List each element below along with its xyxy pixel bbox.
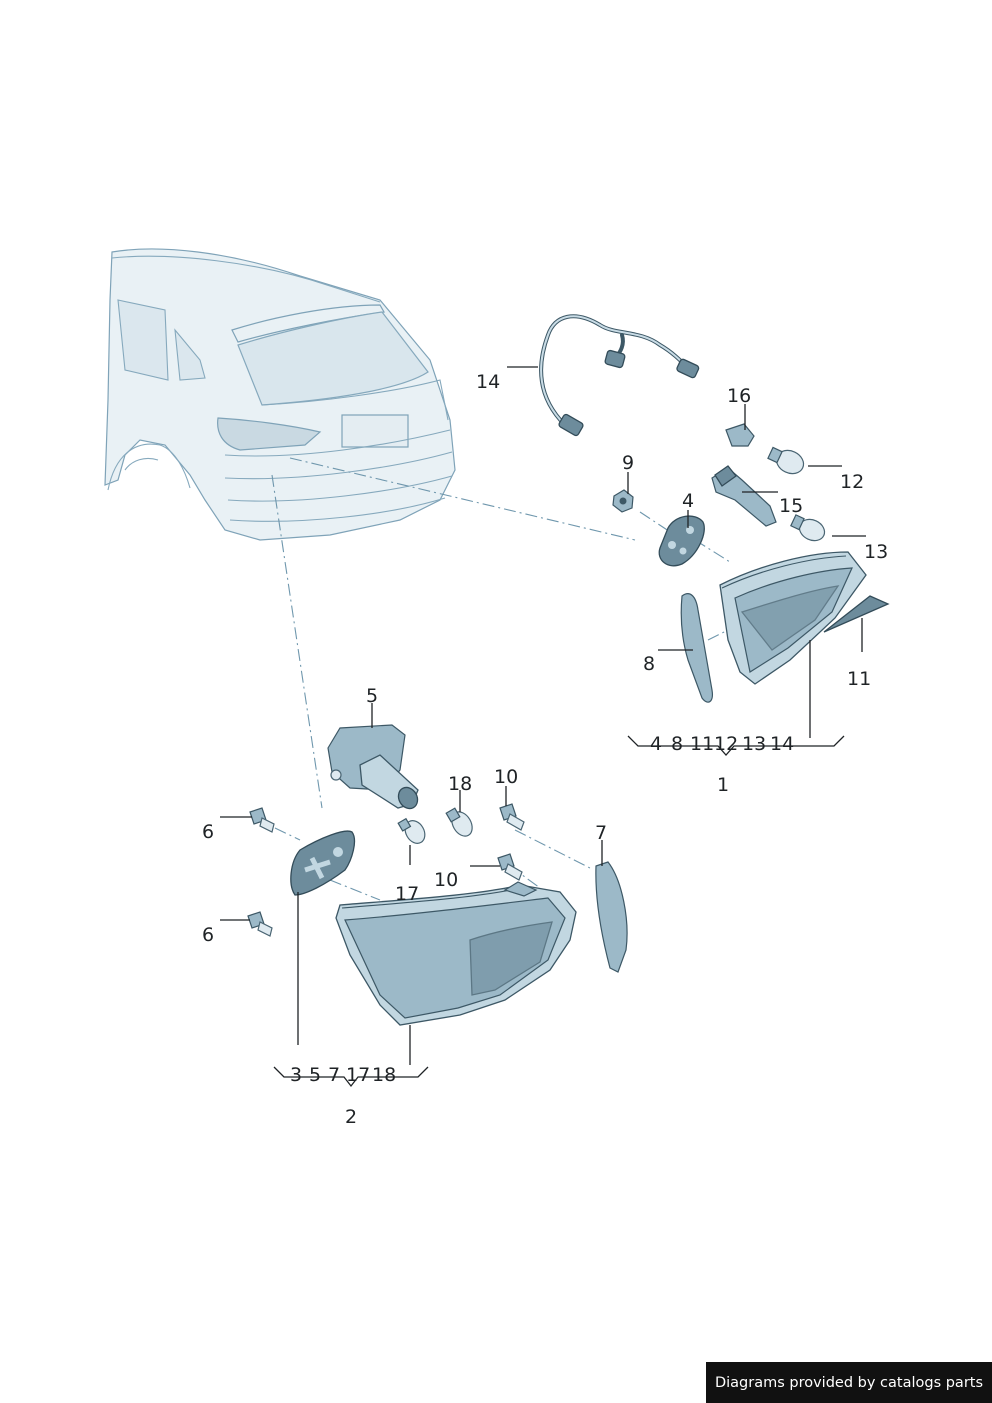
cover-7 xyxy=(595,861,628,973)
tail-light-outer-1 xyxy=(719,551,867,685)
callout-7: 7 xyxy=(595,822,607,844)
group2-item: 18 xyxy=(372,1064,396,1086)
group1-item: 11 xyxy=(690,733,714,755)
group-brace-1 xyxy=(627,735,845,756)
group-1-part-list: 4 8 11 12 13 14 xyxy=(650,733,794,755)
callout-4-group1: 4 xyxy=(682,490,694,512)
callout-16: 16 xyxy=(727,385,751,407)
nut-9 xyxy=(612,489,634,513)
group2-item: 5 xyxy=(309,1064,321,1086)
callout-1: 1 xyxy=(717,774,729,796)
bulb-carrier-5 xyxy=(327,724,419,810)
group1-item: 8 xyxy=(671,733,683,755)
group-2-part-list: 3 5 7 17 18 xyxy=(290,1064,396,1086)
callout-9: 9 xyxy=(622,452,634,474)
callout-10-bottom: 10 xyxy=(434,869,458,891)
callout-6-top: 6 xyxy=(202,821,214,843)
bulb-17 xyxy=(397,817,426,844)
bulb-18 xyxy=(445,807,473,837)
callout-6-bottom: 6 xyxy=(202,924,214,946)
callout-15: 15 xyxy=(779,495,803,517)
screw-10a xyxy=(499,803,525,831)
leader-lines xyxy=(220,366,866,1065)
seal-8 xyxy=(680,593,713,703)
bulb-12 xyxy=(767,446,805,475)
group2-item: 7 xyxy=(328,1064,340,1086)
callout-12: 12 xyxy=(840,471,864,493)
car-rear-illustration xyxy=(104,248,456,541)
tail-light-inner-2 xyxy=(335,881,577,1026)
bulb-13 xyxy=(790,514,826,542)
callout-2: 2 xyxy=(345,1106,357,1128)
gasket-4 xyxy=(658,515,705,567)
callout-18: 18 xyxy=(448,773,472,795)
group1-item: 12 xyxy=(714,733,738,755)
group1-item: 14 xyxy=(770,733,794,755)
screw-6a xyxy=(249,807,275,833)
screw-6b xyxy=(247,911,273,937)
callout-10-top: 10 xyxy=(494,766,518,788)
cover-11 xyxy=(823,595,890,633)
gasket-3 xyxy=(290,830,356,896)
group1-item: 4 xyxy=(650,733,662,755)
group2-item: 17 xyxy=(346,1064,370,1086)
callout-14: 14 xyxy=(476,371,500,393)
callout-labels: 14 16 12 9 4 15 13 8 11 1 5 18 10 6 7 10… xyxy=(202,371,888,1128)
callout-17: 17 xyxy=(395,883,419,905)
callout-8: 8 xyxy=(643,653,655,675)
callout-13: 13 xyxy=(864,541,888,563)
credit-banner: Diagrams provided by catalogs parts xyxy=(706,1362,992,1403)
callout-5: 5 xyxy=(366,685,378,707)
screw-10b xyxy=(497,853,523,881)
wiring-harness xyxy=(539,314,700,437)
group-brace-2 xyxy=(273,1066,429,1088)
group1-item: 13 xyxy=(742,733,766,755)
callout-11: 11 xyxy=(847,668,871,690)
group2-item: 3 xyxy=(290,1064,302,1086)
bulb-carrier-15 xyxy=(711,465,777,527)
bulb-holder-16 xyxy=(725,423,755,447)
